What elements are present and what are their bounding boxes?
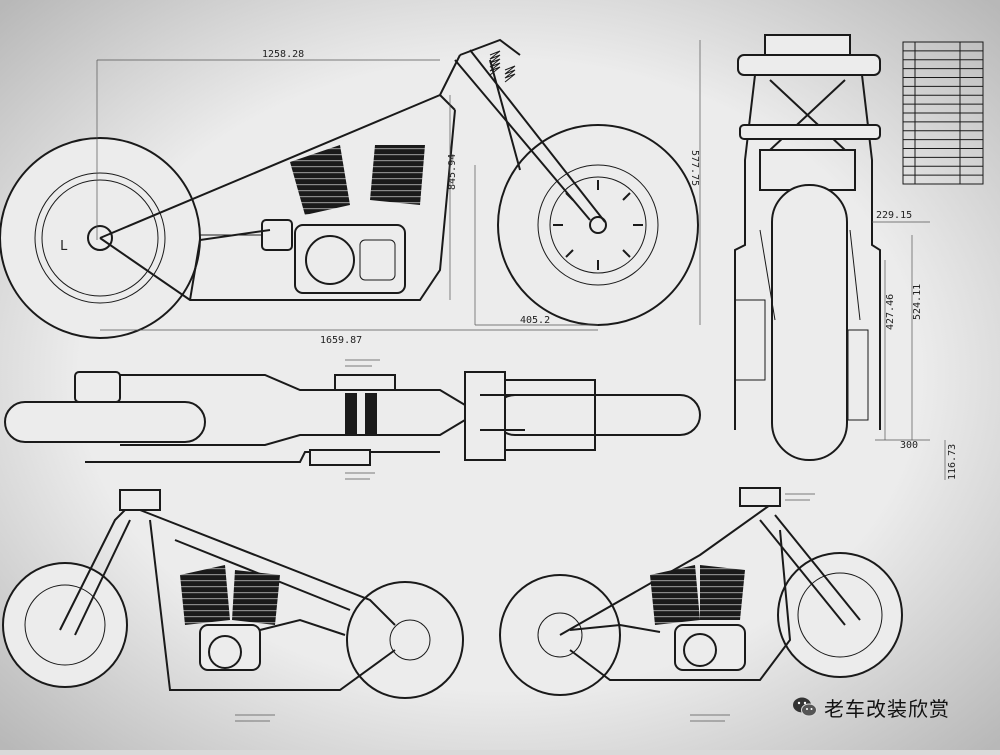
dim-ground-clearance: 116.73 bbox=[947, 444, 958, 480]
dim-bottom-width: 300 bbox=[900, 440, 918, 451]
dim-seat-height: 845.94 bbox=[447, 154, 458, 190]
dim-frame-height: 427.46 bbox=[885, 294, 896, 330]
top-front-tire bbox=[494, 394, 701, 436]
front-view-engine bbox=[734, 229, 869, 421]
side-engine bbox=[200, 145, 425, 294]
top-view bbox=[4, 371, 701, 466]
top-frame bbox=[74, 371, 596, 466]
dim-tank-height: 524.11 bbox=[912, 284, 923, 320]
dim-front-offset: 405.2 bbox=[520, 315, 550, 326]
wechat-icon bbox=[793, 697, 817, 717]
dim-top-width: 229.15 bbox=[876, 210, 912, 221]
dim-wheelbase: 1258.28 bbox=[262, 49, 304, 60]
watermark-text: 老车改装欣赏 bbox=[824, 696, 950, 721]
side-dimensions bbox=[96, 40, 701, 331]
rear-axle-letter: L bbox=[60, 239, 68, 254]
view-captions bbox=[235, 359, 815, 722]
dim-overall-length: 1659.87 bbox=[320, 335, 362, 346]
watermark: 老车改装欣赏 bbox=[792, 692, 950, 722]
front-dimensions bbox=[872, 221, 946, 480]
dim-head-height: 577.75 bbox=[689, 150, 700, 186]
front-view: 229.15 427.46 524.11 300 116.73 bbox=[734, 34, 958, 480]
side-frame bbox=[99, 38, 606, 301]
side-view: L bbox=[0, 38, 701, 346]
iso-view-right bbox=[499, 487, 903, 696]
iso-view-left bbox=[2, 489, 464, 699]
top-rear-tire bbox=[4, 401, 206, 443]
side-front-wheel bbox=[497, 124, 699, 326]
front-view-tire bbox=[771, 184, 848, 461]
parts-list-table bbox=[902, 41, 984, 185]
front-fork-springs bbox=[489, 50, 516, 83]
